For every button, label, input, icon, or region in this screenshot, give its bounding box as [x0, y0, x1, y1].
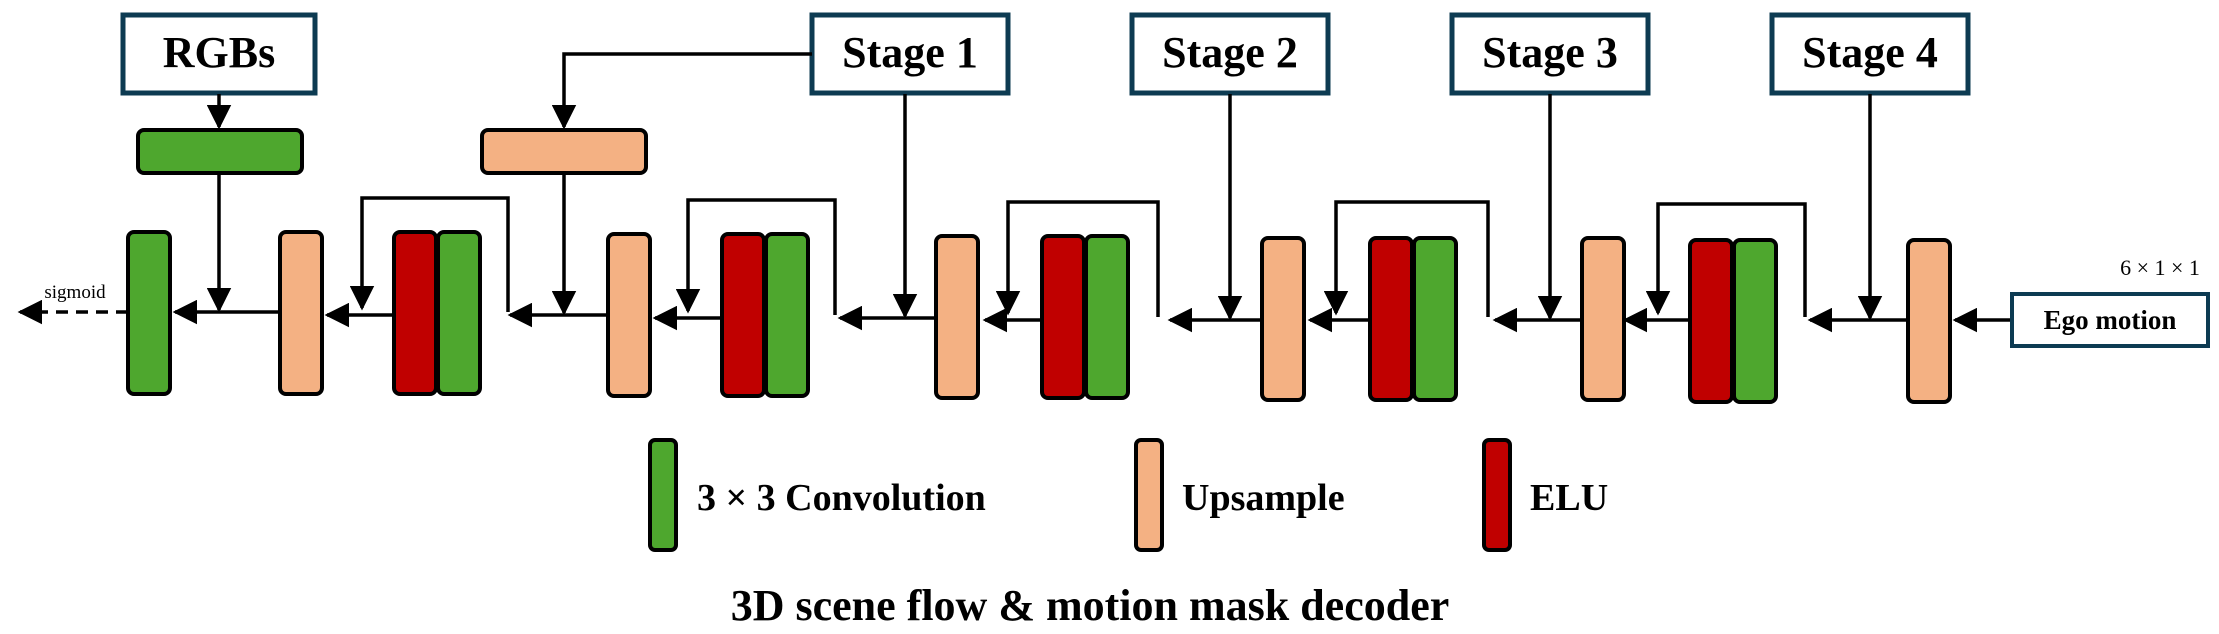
upsample-block-4	[606, 232, 652, 398]
upsample-block-5	[278, 230, 324, 396]
stage4-input-box: Stage 4	[1769, 12, 1971, 96]
ego-motion-input-box: Ego motion	[2010, 292, 2210, 348]
stage1-input-box: Stage 1	[809, 12, 1011, 96]
ego-motion-dimension: 6 × 1 × 1	[2120, 255, 2200, 280]
sigmoid-label: sigmoid	[44, 282, 106, 303]
legend-elu-swatch	[1482, 438, 1512, 552]
elu-block-2	[1368, 236, 1414, 402]
stage4-label: Stage 4	[1802, 28, 1938, 77]
final-conv-block	[126, 230, 172, 396]
elu-block-4	[720, 232, 766, 398]
conv-block-5	[436, 230, 482, 396]
upsample-block-2	[1260, 236, 1306, 402]
ego-motion-label: Ego motion	[2044, 305, 2177, 335]
conv-block-4	[764, 232, 810, 398]
upsample-block-0	[1906, 238, 1952, 404]
stage2-input-box: Stage 2	[1129, 12, 1331, 96]
conv-block-1	[1732, 238, 1778, 404]
upsample-block-1	[1580, 236, 1626, 402]
elu-block-5	[392, 230, 438, 396]
conv-block-3	[1084, 234, 1130, 400]
upsample-block-3	[934, 234, 980, 400]
stage1-label: Stage 1	[842, 28, 978, 77]
residual-skip-connections	[349, 196, 1807, 317]
legend-elu-label: ELU	[1530, 477, 1608, 519]
rgb-conv-block	[136, 128, 304, 175]
elu-block-1	[1688, 238, 1734, 404]
stage3-label: Stage 3	[1482, 28, 1618, 77]
legend: 3 × 3 Convolution Upsample ELU	[648, 438, 1608, 552]
diagram-caption: 3D scene flow & motion mask decoder	[731, 581, 1450, 630]
conv-block-2	[1412, 236, 1458, 402]
legend-upsample-label: Upsample	[1182, 477, 1345, 519]
elu-block-3	[1040, 234, 1086, 400]
rgbs-label: RGBs	[163, 28, 275, 77]
legend-upsample-swatch	[1134, 438, 1164, 552]
legend-conv-label: 3 × 3 Convolution	[697, 477, 986, 519]
stage1-upsample-block	[480, 128, 648, 175]
stage3-input-box: Stage 3	[1449, 12, 1651, 96]
legend-conv-swatch	[648, 438, 678, 552]
rgbs-input-box: RGBs	[120, 12, 318, 96]
input-connections	[206, 52, 1883, 321]
stage2-label: Stage 2	[1162, 28, 1298, 77]
